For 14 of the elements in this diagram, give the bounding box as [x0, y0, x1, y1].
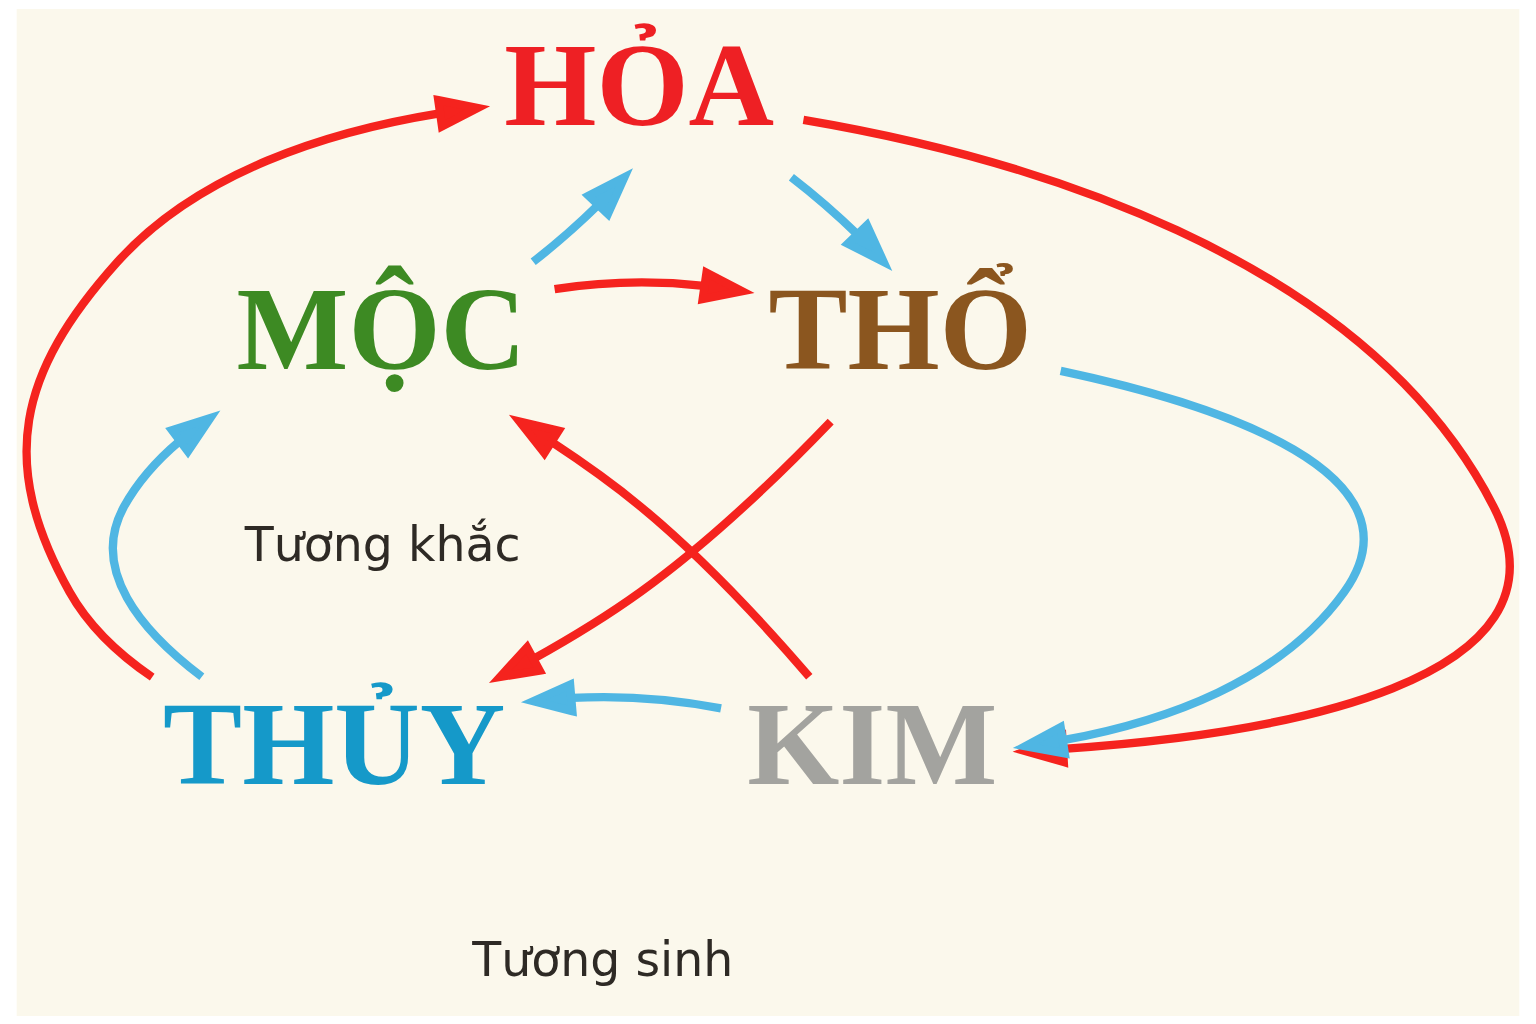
- arrow: [1012, 366, 1368, 758]
- arrow: [108, 410, 221, 680]
- node-text: THỔ: [768, 262, 1032, 395]
- label: Tương khắc: [244, 516, 521, 572]
- arrow: [554, 265, 755, 304]
- node-text: THỦY: [163, 677, 506, 810]
- arrow: [520, 678, 722, 717]
- label: Tương sinh: [472, 931, 734, 987]
- arrow: [788, 173, 893, 271]
- node-text: HỎA: [504, 18, 775, 151]
- node-text: KIM: [747, 677, 998, 810]
- node-text: MỘC: [236, 262, 527, 395]
- arrow: [530, 167, 633, 265]
- arrow: [22, 94, 491, 681]
